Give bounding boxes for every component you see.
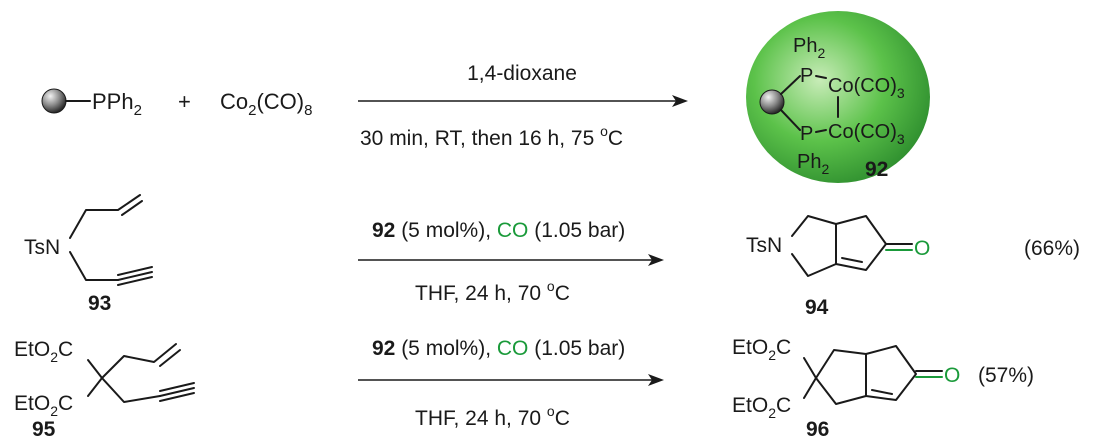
compound-number-93: 93 xyxy=(88,292,111,315)
row3-arrow: 92 (5 mol%), CO (1.05 bar) THF, 24 h, 70… xyxy=(358,337,664,430)
quaternary-bond-top xyxy=(803,357,817,379)
quaternary-bond-bottom xyxy=(87,377,103,397)
solvent-time-temp-label: THF, 24 h, 70 oC xyxy=(415,403,570,430)
quaternary-bond-bottom xyxy=(803,377,817,399)
yield-label: (57%) xyxy=(978,364,1034,387)
ester-top-label: EtO2C xyxy=(732,336,791,363)
phosphorus-top: P xyxy=(800,65,813,87)
alkyne-bond-a xyxy=(117,271,153,281)
catalyst-conditions-label: 92 (5 mol%), CO (1.05 bar) xyxy=(372,337,625,360)
carbonyl-oxygen: O xyxy=(944,364,960,387)
ester-bottom-label: EtO2C xyxy=(14,392,73,419)
ph2-bottom: Ph2 xyxy=(797,151,829,177)
cobalt-carbonyl-label: Co2(CO)8 xyxy=(220,89,312,119)
arrowhead-icon xyxy=(648,374,664,386)
compound-number-94: 94 xyxy=(805,296,829,319)
alkyne-bond-c xyxy=(159,382,195,392)
resin-bead-icon xyxy=(759,89,785,115)
phosphine-label: PPh2 xyxy=(92,89,142,119)
pyrrolidine-ring xyxy=(791,215,837,277)
allyl-double-bond xyxy=(121,200,143,216)
bead-p-bond-bottom xyxy=(780,109,801,131)
ph2-top: Ph2 xyxy=(793,35,825,61)
quaternary-bond-top xyxy=(87,359,103,379)
ring-double-bond xyxy=(871,389,893,395)
conditions-label: 30 min, RT, then 16 h, 75 oC xyxy=(360,123,623,150)
propargyl-chain xyxy=(101,377,161,403)
allyl-double-bond xyxy=(159,349,181,367)
propargyl-chain xyxy=(69,251,119,281)
product-96: EtO2C EtO2C O (57%) 96 xyxy=(732,336,1034,441)
arrowhead-icon xyxy=(648,254,664,266)
cobalt-top: Co(CO)3 xyxy=(828,75,905,101)
plus-sign: + xyxy=(178,89,191,114)
compound-number-95: 95 xyxy=(32,418,56,441)
alkyne-bond-c xyxy=(117,266,153,276)
alkyne-bond-b xyxy=(159,392,195,402)
substrate-93: TsN 93 xyxy=(24,194,153,315)
row2-arrow: 92 (5 mol%), CO (1.05 bar) THF, 24 h, 70… xyxy=(358,219,664,305)
cyclopentane-ring xyxy=(815,349,867,405)
compound-number-96: 96 xyxy=(806,418,829,441)
cyclopentenone-ring xyxy=(865,345,917,401)
yield-label: (66%) xyxy=(1024,237,1080,260)
compound-number-92: 92 xyxy=(865,158,888,181)
phosphorus-bottom: P xyxy=(800,123,813,145)
row1-arrow: 1,4-dioxane 30 min, RT, then 16 h, 75 oC xyxy=(358,62,688,150)
carbonyl-oxygen: O xyxy=(914,237,930,260)
resin-bead-icon xyxy=(41,88,67,114)
tosyl-amine-label: TsN xyxy=(24,236,60,259)
tosyl-amine-label: TsN xyxy=(746,234,782,257)
catalyst-92: Ph2 P Co(CO)3 P Co(CO)3 Ph2 92 xyxy=(746,11,930,183)
allyl-chain xyxy=(69,194,141,239)
alkyne-bond-a xyxy=(159,387,195,397)
cobalt-bottom: Co(CO)3 xyxy=(828,121,905,147)
ester-bottom-label: EtO2C xyxy=(732,394,791,421)
substrate-95: EtO2C EtO2C 95 xyxy=(14,338,195,441)
ester-top-label: EtO2C xyxy=(14,338,73,365)
p-co-bond-bottom xyxy=(815,129,827,133)
p-co-bond-top xyxy=(815,75,827,79)
allyl-chain xyxy=(101,343,177,379)
arrowhead-icon xyxy=(672,95,688,107)
row1-reactants: PPh2 + Co2(CO)8 xyxy=(41,88,312,119)
solvent-time-temp-label: THF, 24 h, 70 oC xyxy=(415,278,570,305)
alkyne-bond-b xyxy=(117,276,153,286)
solvent-label: 1,4-dioxane xyxy=(467,62,577,85)
catalyst-conditions-label: 92 (5 mol%), CO (1.05 bar) xyxy=(372,219,625,242)
ring-double-bond xyxy=(841,257,863,263)
product-94: TsN O (66%) 94 xyxy=(746,215,1080,319)
bead-p-bond-top xyxy=(780,75,801,95)
